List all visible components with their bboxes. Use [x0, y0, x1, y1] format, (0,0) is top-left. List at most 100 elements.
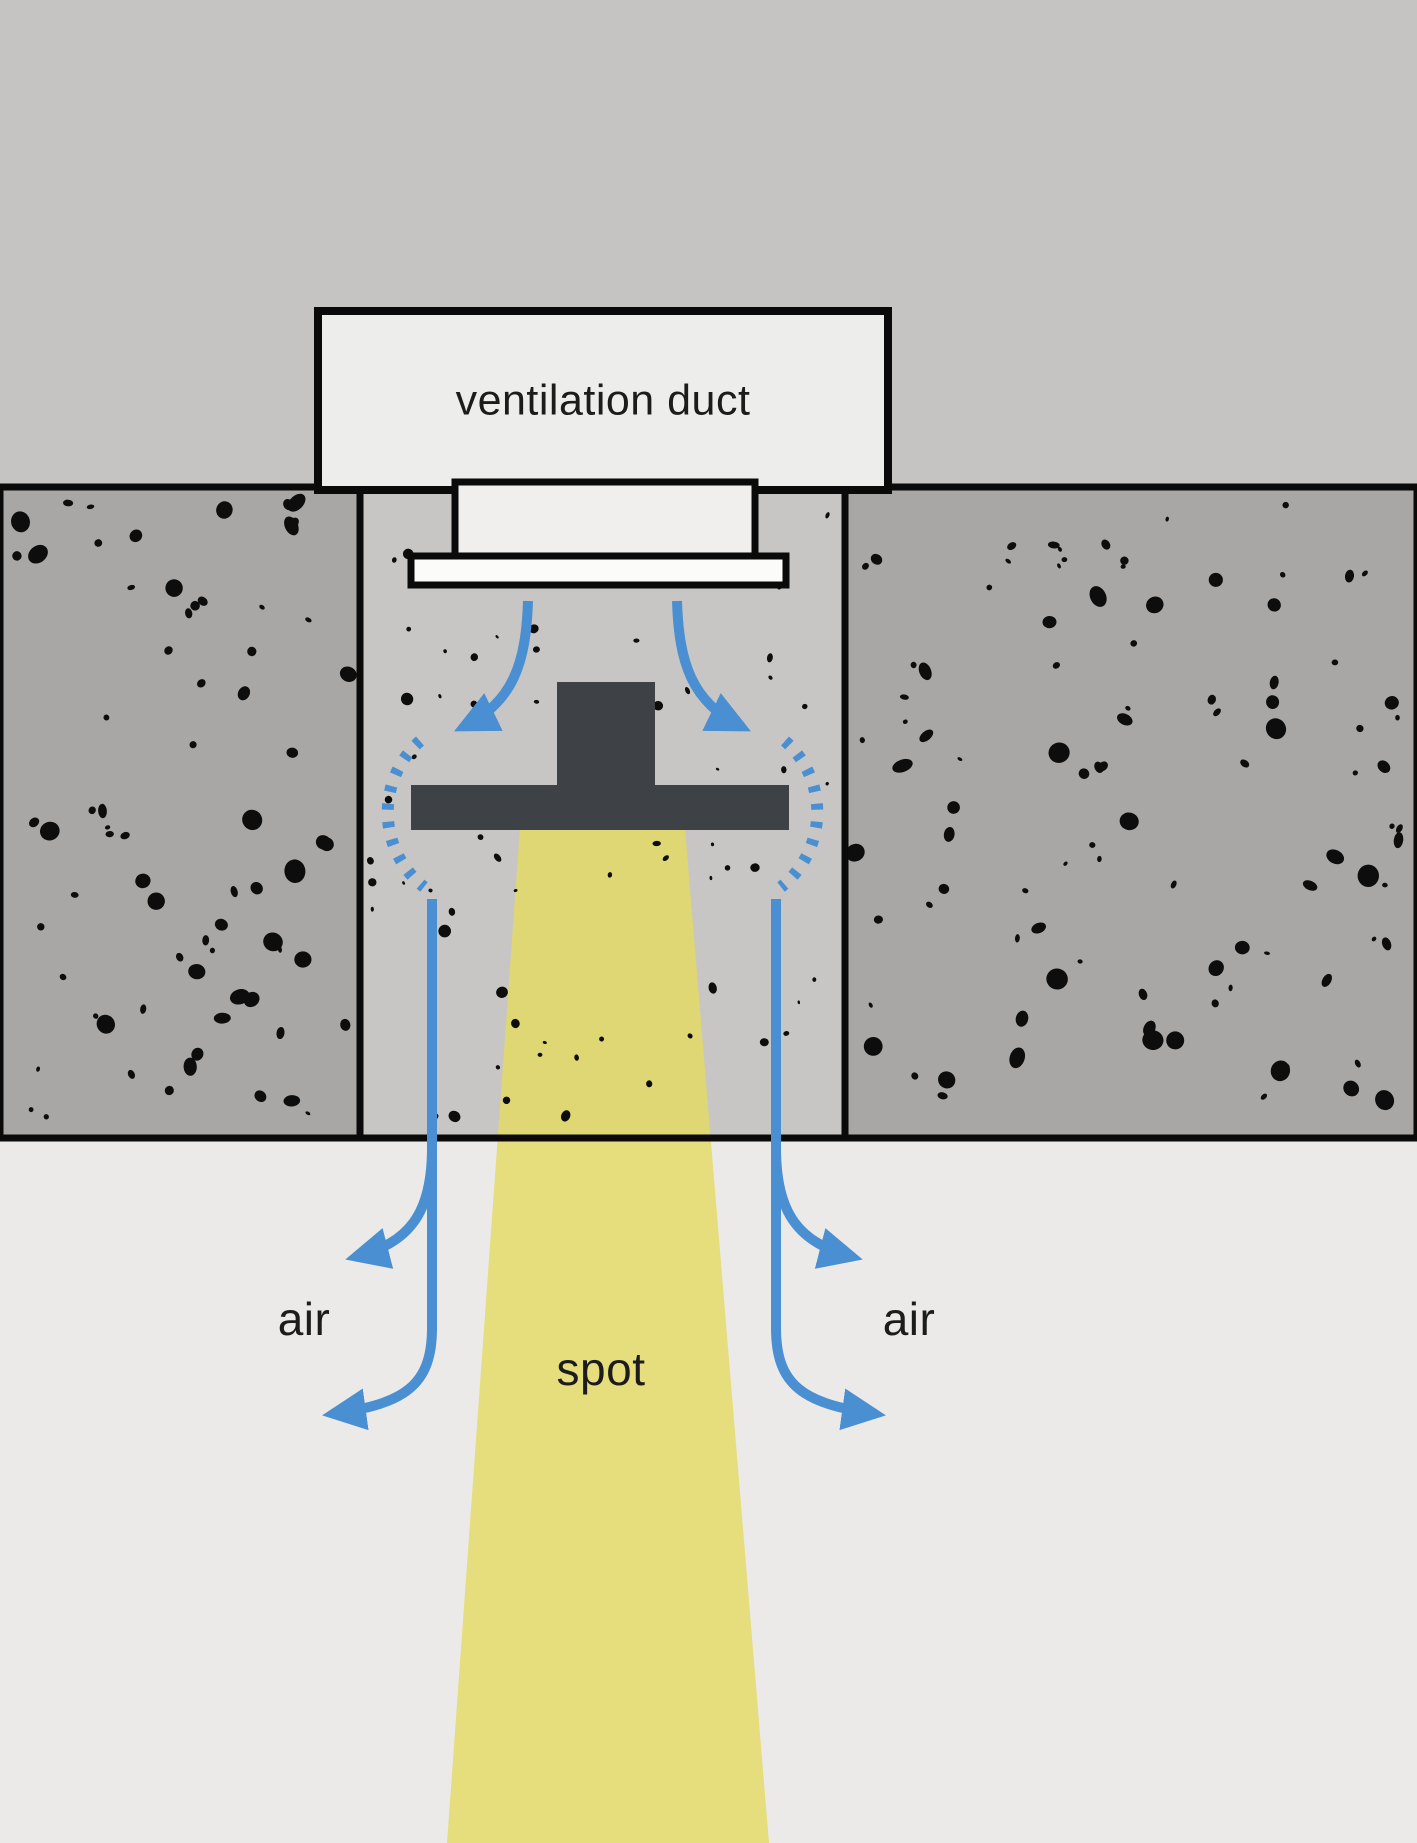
- concrete-speckle: [127, 584, 136, 591]
- concrete-speckle: [938, 883, 950, 894]
- concrete-speckle: [493, 853, 502, 862]
- concrete-speckle: [1393, 832, 1404, 849]
- concrete-speckle: [502, 1096, 511, 1105]
- concrete-speckle: [919, 729, 934, 743]
- concrete-speckle: [164, 1085, 174, 1096]
- concrete-speckle: [1377, 760, 1391, 774]
- concrete-speckle: [1228, 984, 1233, 992]
- concrete-speckle: [863, 1036, 883, 1056]
- concrete-speckle: [768, 675, 773, 680]
- concrete-speckle: [370, 906, 374, 912]
- concrete-speckle: [937, 1092, 948, 1100]
- concrete-speckle: [438, 694, 442, 699]
- concrete-speckle: [1234, 940, 1250, 955]
- concrete-speckle: [1395, 714, 1400, 721]
- concrete-speckle: [104, 825, 111, 830]
- ventilation-duct-label: ventilation duct: [455, 376, 751, 425]
- concrete-speckle: [88, 806, 96, 815]
- concrete-speckle: [402, 881, 406, 885]
- concrete-speckle: [1047, 541, 1060, 549]
- concrete-speckle: [1389, 823, 1395, 829]
- concrete-speckle: [1031, 922, 1047, 934]
- concrete-speckle: [1130, 640, 1138, 647]
- concrete-speckle: [899, 694, 909, 700]
- air-dashed-arc-right: [777, 736, 824, 892]
- spotlight-fixture-stem: [557, 682, 655, 790]
- concrete-speckle: [560, 1110, 571, 1122]
- concrete-speckle: [496, 986, 508, 998]
- concrete-speckle: [537, 1052, 543, 1057]
- concrete-speckle: [862, 562, 869, 570]
- concrete-speckle: [892, 758, 913, 773]
- concrete-speckle: [28, 1107, 34, 1113]
- spotlight-fixture-bar: [411, 785, 789, 830]
- concrete-speckle: [319, 837, 334, 852]
- concrete-speckle: [1208, 960, 1224, 977]
- concrete-speckle: [943, 826, 955, 842]
- concrete-speckle: [103, 714, 110, 721]
- concrete-speckle: [802, 703, 808, 710]
- concrete-speckle: [1007, 542, 1017, 551]
- concrete-speckle: [129, 529, 143, 543]
- concrete-speckle: [1048, 742, 1070, 763]
- concrete-speckle: [870, 553, 883, 565]
- concrete-speckle: [687, 1033, 693, 1039]
- concrete-speckle: [339, 666, 357, 682]
- concrete-speckle: [287, 517, 299, 531]
- concrete-speckle: [1015, 1010, 1029, 1027]
- concrete-speckle: [1267, 598, 1281, 612]
- concrete-speckle: [1014, 934, 1020, 943]
- speckles-layer: [11, 493, 1404, 1123]
- concrete-speckle: [1371, 936, 1377, 942]
- concrete-speckle: [1117, 713, 1133, 726]
- concrete-speckle: [1052, 662, 1061, 669]
- concrete-speckle: [529, 624, 539, 634]
- concrete-speckle: [43, 1114, 49, 1120]
- concrete-speckle: [197, 596, 208, 606]
- concrete-speckle: [1125, 705, 1131, 711]
- concrete-speckle: [1042, 615, 1057, 629]
- concrete-speckle: [1057, 563, 1061, 569]
- concrete-speckle: [1170, 880, 1177, 889]
- concrete-speckle: [477, 834, 484, 840]
- concrete-speckle: [1101, 539, 1111, 550]
- air-arrow-down-right-lower: [771, 1148, 886, 1431]
- concrete-speckle: [511, 1018, 520, 1029]
- concrete-speckle: [1384, 696, 1399, 710]
- concrete-speckle: [1120, 564, 1126, 569]
- spot-light-beam: [447, 828, 769, 1843]
- concrete-speckle: [276, 1026, 285, 1040]
- concrete-speckle: [1005, 558, 1011, 564]
- concrete-speckle: [633, 638, 640, 643]
- concrete-speckle: [230, 886, 238, 898]
- concrete-speckle: [1302, 880, 1318, 891]
- concrete-speckle: [652, 840, 661, 847]
- concrete-speckle: [1009, 1047, 1026, 1069]
- concrete-speckle: [191, 1047, 204, 1061]
- duct-diffuser-plate: [407, 552, 790, 589]
- concrete-speckle: [1331, 659, 1339, 666]
- concrete-speckle: [305, 1111, 311, 1116]
- concrete-speckle: [340, 1018, 351, 1031]
- concrete-speckle: [127, 1069, 135, 1079]
- concrete-speckle: [1146, 596, 1164, 614]
- concrete-speckle: [263, 932, 283, 952]
- concrete-speckle: [247, 646, 257, 657]
- concrete-speckle: [189, 741, 197, 749]
- concrete-speckle: [1097, 855, 1102, 863]
- concrete-speckle: [859, 737, 865, 744]
- concrete-speckle: [209, 947, 216, 954]
- concrete-speckle: [287, 493, 306, 512]
- concrete-speckle: [188, 963, 206, 980]
- concrete-speckle: [185, 608, 193, 619]
- concrete-speckle: [709, 875, 713, 881]
- concrete-speckle: [384, 795, 393, 804]
- concrete-speckle: [1264, 951, 1270, 955]
- concrete-speckle: [646, 1080, 653, 1088]
- concrete-speckle: [438, 924, 451, 938]
- concrete-speckle: [1375, 1090, 1395, 1111]
- concrete-speckle: [708, 982, 717, 994]
- concrete-speckle: [1343, 1080, 1360, 1097]
- concrete-speckle: [1260, 1093, 1268, 1100]
